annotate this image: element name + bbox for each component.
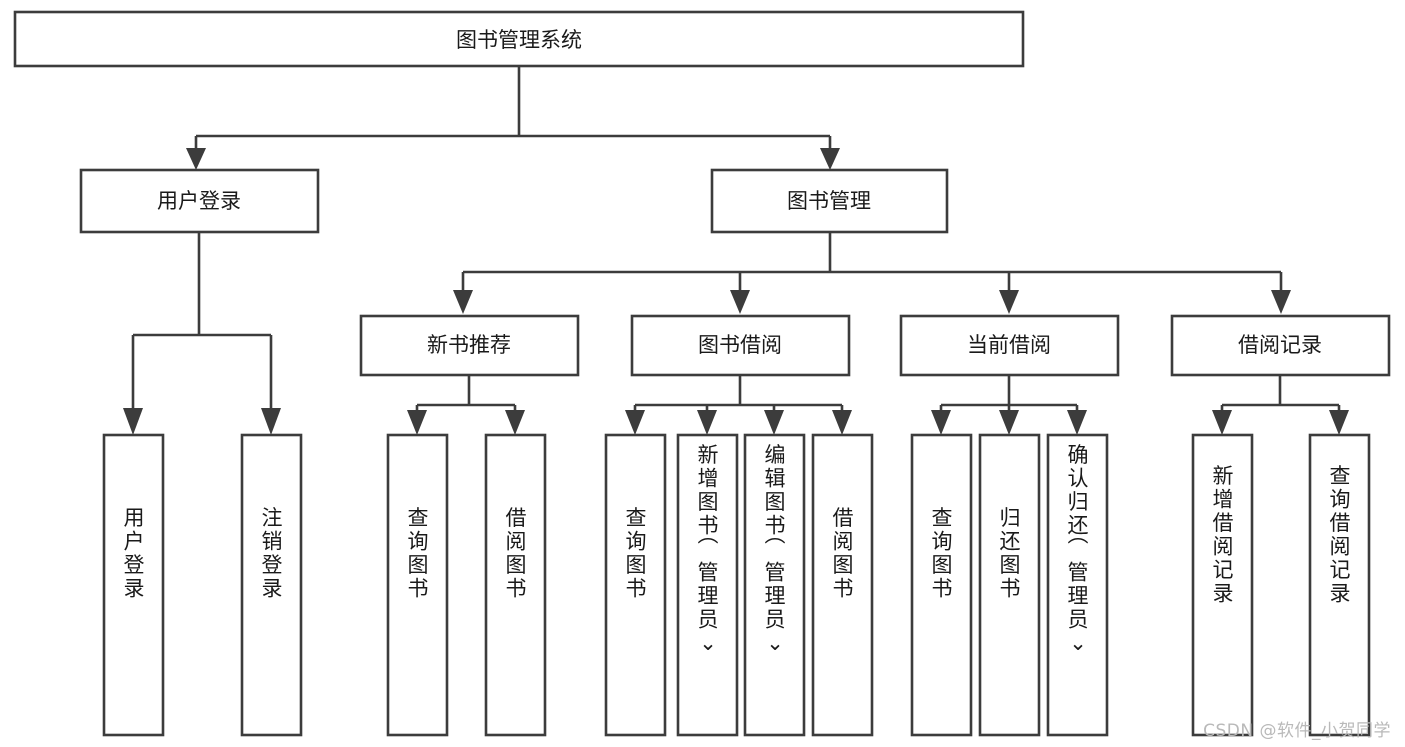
leaf-query-book-3-box[interactable] — [910, 433, 973, 737]
node-book-manage-label: 图书管理 — [787, 189, 871, 213]
arrow-leaf-user-login — [123, 408, 143, 435]
leaf-add-book-box[interactable] — [676, 433, 739, 737]
leaf-query-book-1-label: 查询图书 — [408, 506, 429, 601]
arrow-leaf-confirm-return — [1067, 410, 1087, 435]
leaf-edit-book-label: 编辑图书⌒管理员⌄ — [765, 443, 786, 655]
arrow-to-user-login — [186, 148, 206, 170]
leaf-logout-label: 注销登录 — [262, 506, 283, 601]
arrow-leaf-add-record — [1212, 410, 1232, 435]
leaf-borrow-book-1-box[interactable] — [484, 433, 547, 737]
leaf-add-record[interactable]: 新增借阅记录 — [1191, 433, 1254, 737]
node-current-borrow[interactable]: 当前借阅 — [899, 314, 1120, 377]
arrow-leaf-query-book-2 — [625, 410, 645, 435]
arrow-leaf-borrow-book-1 — [505, 410, 525, 435]
arrow-leaf-borrow-book-2 — [832, 410, 852, 435]
node-book-borrow-label: 图书借阅 — [698, 333, 782, 357]
leaf-add-book-label: 新增图书⌒管理员⌄ — [698, 443, 719, 655]
node-borrow-record-box[interactable] — [1170, 314, 1391, 377]
node-book-borrow[interactable]: 图书借阅 — [630, 314, 851, 377]
arrow-leaf-return-book — [999, 410, 1019, 435]
leaf-confirm-return-label: 确认归还⌒管理员⌄ — [1068, 443, 1089, 655]
node-new-book-rec-box[interactable] — [359, 314, 580, 377]
leaf-user-login[interactable]: 用户登录 — [102, 433, 165, 737]
leaf-query-book-2[interactable]: 查询图书 — [604, 433, 667, 737]
leaf-query-book-3[interactable]: 查询图书 — [910, 433, 973, 737]
arrow-leaf-edit-book — [764, 410, 784, 435]
leaf-logout-box[interactable] — [240, 433, 303, 737]
node-new-book-rec[interactable]: 新书推荐 — [359, 314, 580, 377]
arrow-to-book-manage — [820, 148, 840, 170]
arrow-leaf-add-book — [697, 410, 717, 435]
leaf-user-login-label: 用户登录 — [124, 506, 145, 601]
leaf-confirm-return-box[interactable] — [1046, 433, 1109, 737]
node-borrow-record-label: 借阅记录 — [1238, 333, 1322, 357]
leaf-query-record-box[interactable] — [1308, 433, 1371, 737]
arrow-to-current-borrow — [999, 290, 1019, 314]
leaf-query-record[interactable]: 查询借阅记录 — [1308, 433, 1371, 737]
leaf-return-book[interactable]: 归还图书 — [978, 433, 1041, 737]
node-root-box[interactable] — [13, 10, 1025, 68]
node-book-manage[interactable]: 图书管理 — [710, 168, 949, 234]
node-borrow-record[interactable]: 借阅记录 — [1170, 314, 1391, 377]
arrow-to-new-book — [453, 290, 473, 314]
arrow-leaf-query-book-1 — [407, 410, 427, 435]
leaf-logout[interactable]: 注销登录 — [240, 433, 303, 737]
arrow-leaf-logout — [261, 408, 281, 435]
leaf-borrow-book-2-box[interactable] — [811, 433, 874, 737]
node-book-manage-box[interactable] — [710, 168, 949, 234]
leaf-borrow-book-2-label: 借阅图书 — [833, 506, 854, 601]
leaf-query-book-1-box[interactable] — [386, 433, 449, 737]
leaf-add-record-box[interactable] — [1191, 433, 1254, 737]
leaf-borrow-book-1[interactable]: 借阅图书 — [484, 433, 547, 737]
node-user-login-label: 用户登录 — [157, 189, 241, 213]
node-root[interactable]: 图书管理系统 — [13, 10, 1025, 68]
node-root-label: 图书管理系统 — [456, 28, 582, 52]
leaf-query-book-2-box[interactable] — [604, 433, 667, 737]
node-book-borrow-box[interactable] — [630, 314, 851, 377]
leaf-borrow-book-2[interactable]: 借阅图书 — [811, 433, 874, 737]
arrow-to-book-borrow — [730, 290, 750, 314]
node-user-login[interactable]: 用户登录 — [79, 168, 320, 234]
leaf-edit-book[interactable]: 编辑图书⌒管理员⌄ — [743, 433, 806, 737]
node-new-book-rec-label: 新书推荐 — [427, 333, 511, 357]
leaf-query-book-3-label: 查询图书 — [932, 506, 953, 601]
leaf-add-record-label: 新增借阅记录 — [1213, 464, 1234, 606]
leaf-query-record-label: 查询借阅记录 — [1330, 464, 1351, 606]
arrow-leaf-query-record — [1329, 410, 1349, 435]
leaf-return-book-box[interactable] — [978, 433, 1041, 737]
leaf-query-book-2-label: 查询图书 — [626, 506, 647, 601]
leaf-query-book-1[interactable]: 查询图书 — [386, 433, 449, 737]
arrow-leaf-query-book-3 — [931, 410, 951, 435]
leaf-borrow-book-1-label: 借阅图书 — [506, 506, 527, 601]
arrow-to-borrow-record — [1271, 290, 1291, 314]
node-user-login-box[interactable] — [79, 168, 320, 234]
leaf-user-login-box[interactable] — [102, 433, 165, 737]
node-current-borrow-label: 当前借阅 — [967, 333, 1051, 357]
node-current-borrow-box[interactable] — [899, 314, 1120, 377]
leaf-confirm-return[interactable]: 确认归还⌒管理员⌄ — [1046, 433, 1109, 737]
connector-layer — [123, 66, 1349, 435]
leaf-return-book-label: 归还图书 — [1000, 506, 1021, 601]
leaf-edit-book-box[interactable] — [743, 433, 806, 737]
leaf-add-book[interactable]: 新增图书⌒管理员⌄ — [676, 433, 739, 737]
